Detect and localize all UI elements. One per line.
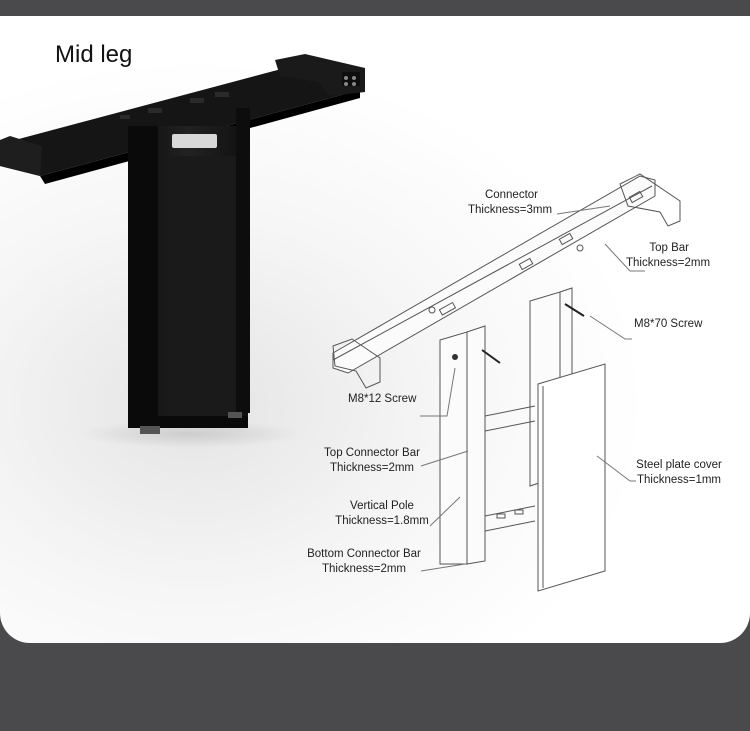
steel-plate-cover-spec: Thickness=1mm (636, 474, 722, 486)
top-bar-drawing (332, 173, 681, 389)
m8-12-screw-label: M8*12 Screw (348, 392, 416, 407)
top-bar-label: Top Bar Thickness=2mm (626, 241, 711, 271)
bottom-connector-bar-spec: Thickness=2mm (321, 563, 407, 575)
connector-label: Connector Thickness=3mm (468, 188, 553, 218)
top-connector-bar-name: Top Connector Bar (324, 447, 420, 459)
page-title: Mid leg (55, 41, 133, 68)
top-bar-spec: Thickness=2mm (626, 257, 711, 269)
steel-plate-drawing (537, 363, 606, 592)
vertical-pole-label: Vertical Pole Thickness=1.8mm (334, 499, 430, 529)
mid-leg-photo (0, 54, 365, 448)
top-connector-bar-spec: Thickness=2mm (329, 462, 415, 474)
m8-70-screws (481, 303, 585, 364)
vertical-pole-name: Vertical Pole (350, 500, 414, 512)
steel-plate-cover-label: Steel plate cover Thickness=1mm (636, 458, 722, 488)
image-panel: Mid leg (0, 16, 750, 643)
exploded-diagram (332, 173, 681, 592)
vertical-pole-spec: Thickness=1.8mm (335, 515, 429, 527)
m8-70-screw-label: M8*70 Screw (634, 317, 702, 332)
connector-spec: Thickness=3mm (468, 204, 553, 216)
steel-plate-cover-name: Steel plate cover (636, 459, 722, 471)
bottom-connector-bar-label: Bottom Connector Bar Thickness=2mm (306, 547, 422, 577)
top-connector-bar-label: Top Connector Bar Thickness=2mm (322, 446, 422, 476)
m8-12-name: M8*12 Screw (348, 393, 417, 405)
m8-70-name: M8*70 Screw (634, 318, 703, 330)
connector-name: Connector (484, 189, 538, 201)
bottom-connector-bar-name: Bottom Connector Bar (307, 548, 421, 560)
top-bar-name: Top Bar (649, 242, 689, 254)
